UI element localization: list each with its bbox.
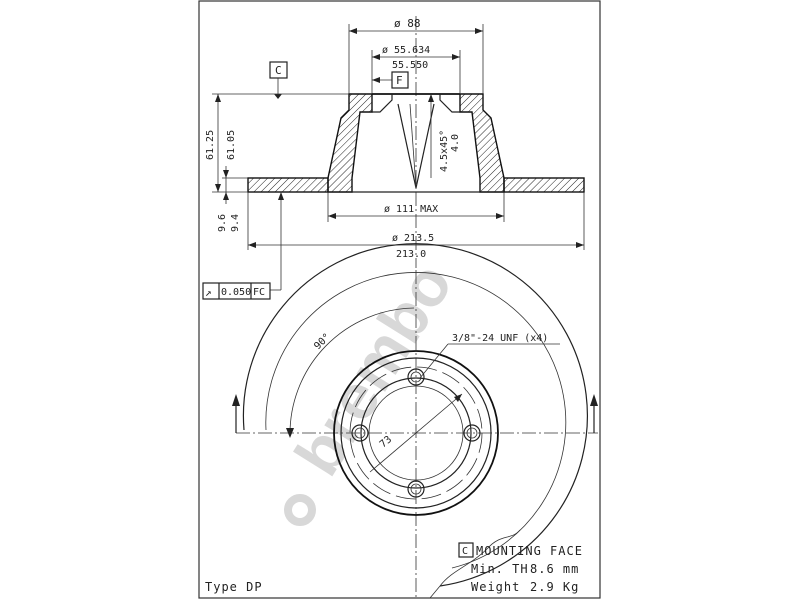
runout-frame xyxy=(202,282,271,300)
hub-bore-circle xyxy=(360,377,472,489)
angle-arc xyxy=(289,307,415,437)
dim-angle: 90° xyxy=(312,332,333,353)
bolt-hole-right xyxy=(463,424,481,442)
drawing-frame xyxy=(198,0,601,599)
thread-callout: 3/8"-24 UNF (x4) xyxy=(452,333,548,344)
legend-mounting-face: MOUNTING FACE xyxy=(476,544,583,558)
datum-c-box xyxy=(269,61,288,79)
arrow-chamfer xyxy=(428,94,434,102)
arrow-55-left xyxy=(372,54,380,60)
dim-d-bore-min: 55.550 xyxy=(392,60,428,71)
watermark-text: brembo xyxy=(281,250,466,487)
dim-chamfer-depth: 4.0 xyxy=(450,134,461,152)
bore-chamfer-right xyxy=(439,94,460,113)
bore-inner-left xyxy=(397,103,417,189)
brembo-watermark: brembo xyxy=(281,250,466,526)
datum-f-box xyxy=(391,71,409,89)
arrow-213-left xyxy=(248,242,256,248)
break-line-lower xyxy=(429,585,441,599)
legend: C MOUNTING FACE Min. TH 8.6 mm Weight 2.… xyxy=(458,542,583,594)
legend-weight-label: Weight xyxy=(471,580,520,594)
hub-ring-2 xyxy=(349,366,483,500)
legend-weight-value: 2.9 Kg xyxy=(530,580,579,594)
hub-outer-circle xyxy=(333,350,499,516)
datum-c-letter: C xyxy=(275,64,282,77)
runout-value: 0.050 xyxy=(221,287,251,298)
dim-height-min: 61.05 xyxy=(226,130,237,160)
dim-d-outer-flange: ø 88 xyxy=(394,17,421,30)
bolt-hole-bottom xyxy=(407,480,425,498)
arrow-height-bottom xyxy=(215,184,221,192)
legend-min-th-label: Min. TH xyxy=(471,562,529,576)
dim-thickness-min: 9.4 xyxy=(230,214,241,232)
dim-d-disc-min: 213.0 xyxy=(396,249,426,260)
break-line xyxy=(439,529,521,587)
arrow-213-right xyxy=(576,242,584,248)
pcd-line xyxy=(369,393,463,473)
bore-chamfer-left xyxy=(372,94,393,113)
dim-d-hub-max: ø 111 MAX xyxy=(384,204,438,215)
legend-datum-letter: C xyxy=(462,546,468,557)
runout-leader-arrow xyxy=(278,192,284,200)
brembo-logo-mark xyxy=(284,494,316,526)
section-arrow-right xyxy=(590,394,598,406)
arrow-thk-top xyxy=(223,170,229,178)
legend-min-th-value: 8.6 mm xyxy=(530,562,579,576)
runout-refs: FC xyxy=(253,287,265,298)
arrow-thk-bottom xyxy=(223,192,229,200)
disc-flange-left xyxy=(247,177,329,193)
hat-wall-right xyxy=(459,93,505,193)
section-arrow-left xyxy=(232,394,240,406)
angle-arc-arrow xyxy=(286,428,294,438)
arrow-111-left xyxy=(328,213,336,219)
disc-flange-right xyxy=(503,177,585,193)
arrow-height-top xyxy=(215,94,221,102)
dim-height-max: 61.25 xyxy=(205,130,216,160)
hat-wall-left xyxy=(327,93,373,193)
dim-d-disc-max: ø 213.5 xyxy=(392,233,434,244)
pcd-arrow xyxy=(454,394,462,402)
disc-inner-contour xyxy=(265,272,567,569)
runout-symbol: ↗ xyxy=(205,286,212,299)
arrow-111-right xyxy=(496,213,504,219)
legend-datum-box xyxy=(458,542,474,558)
datum-f-letter: F xyxy=(396,74,403,87)
hub-ring-1 xyxy=(340,357,492,509)
arrow-88-left xyxy=(349,28,357,34)
dim-pcd: 73 xyxy=(378,434,394,450)
arrow-55-right xyxy=(452,54,460,60)
dim-d-bore-max: ø 55.634 xyxy=(382,45,430,56)
disc-outer-contour xyxy=(242,243,588,587)
arrow-88-right xyxy=(475,28,483,34)
dim-chamfer: 4.5x45° xyxy=(439,130,450,172)
hub-bore-inner xyxy=(368,385,464,481)
section-view: ø 88 ø 55.634 55.550 F C 61.25 61.05 4.5… xyxy=(202,16,585,300)
type-label: Type DP xyxy=(205,580,263,594)
datum-f-arrow xyxy=(372,77,380,83)
thread-leader-diag xyxy=(419,343,449,379)
dim-thickness-max: 9.6 xyxy=(217,214,228,232)
bolt-hole-left xyxy=(351,424,369,442)
front-view: 90° 3/8"-24 UNF (x4) 73 xyxy=(232,243,598,599)
bore-inner-center xyxy=(409,103,417,189)
datum-c-arrow xyxy=(274,94,282,99)
